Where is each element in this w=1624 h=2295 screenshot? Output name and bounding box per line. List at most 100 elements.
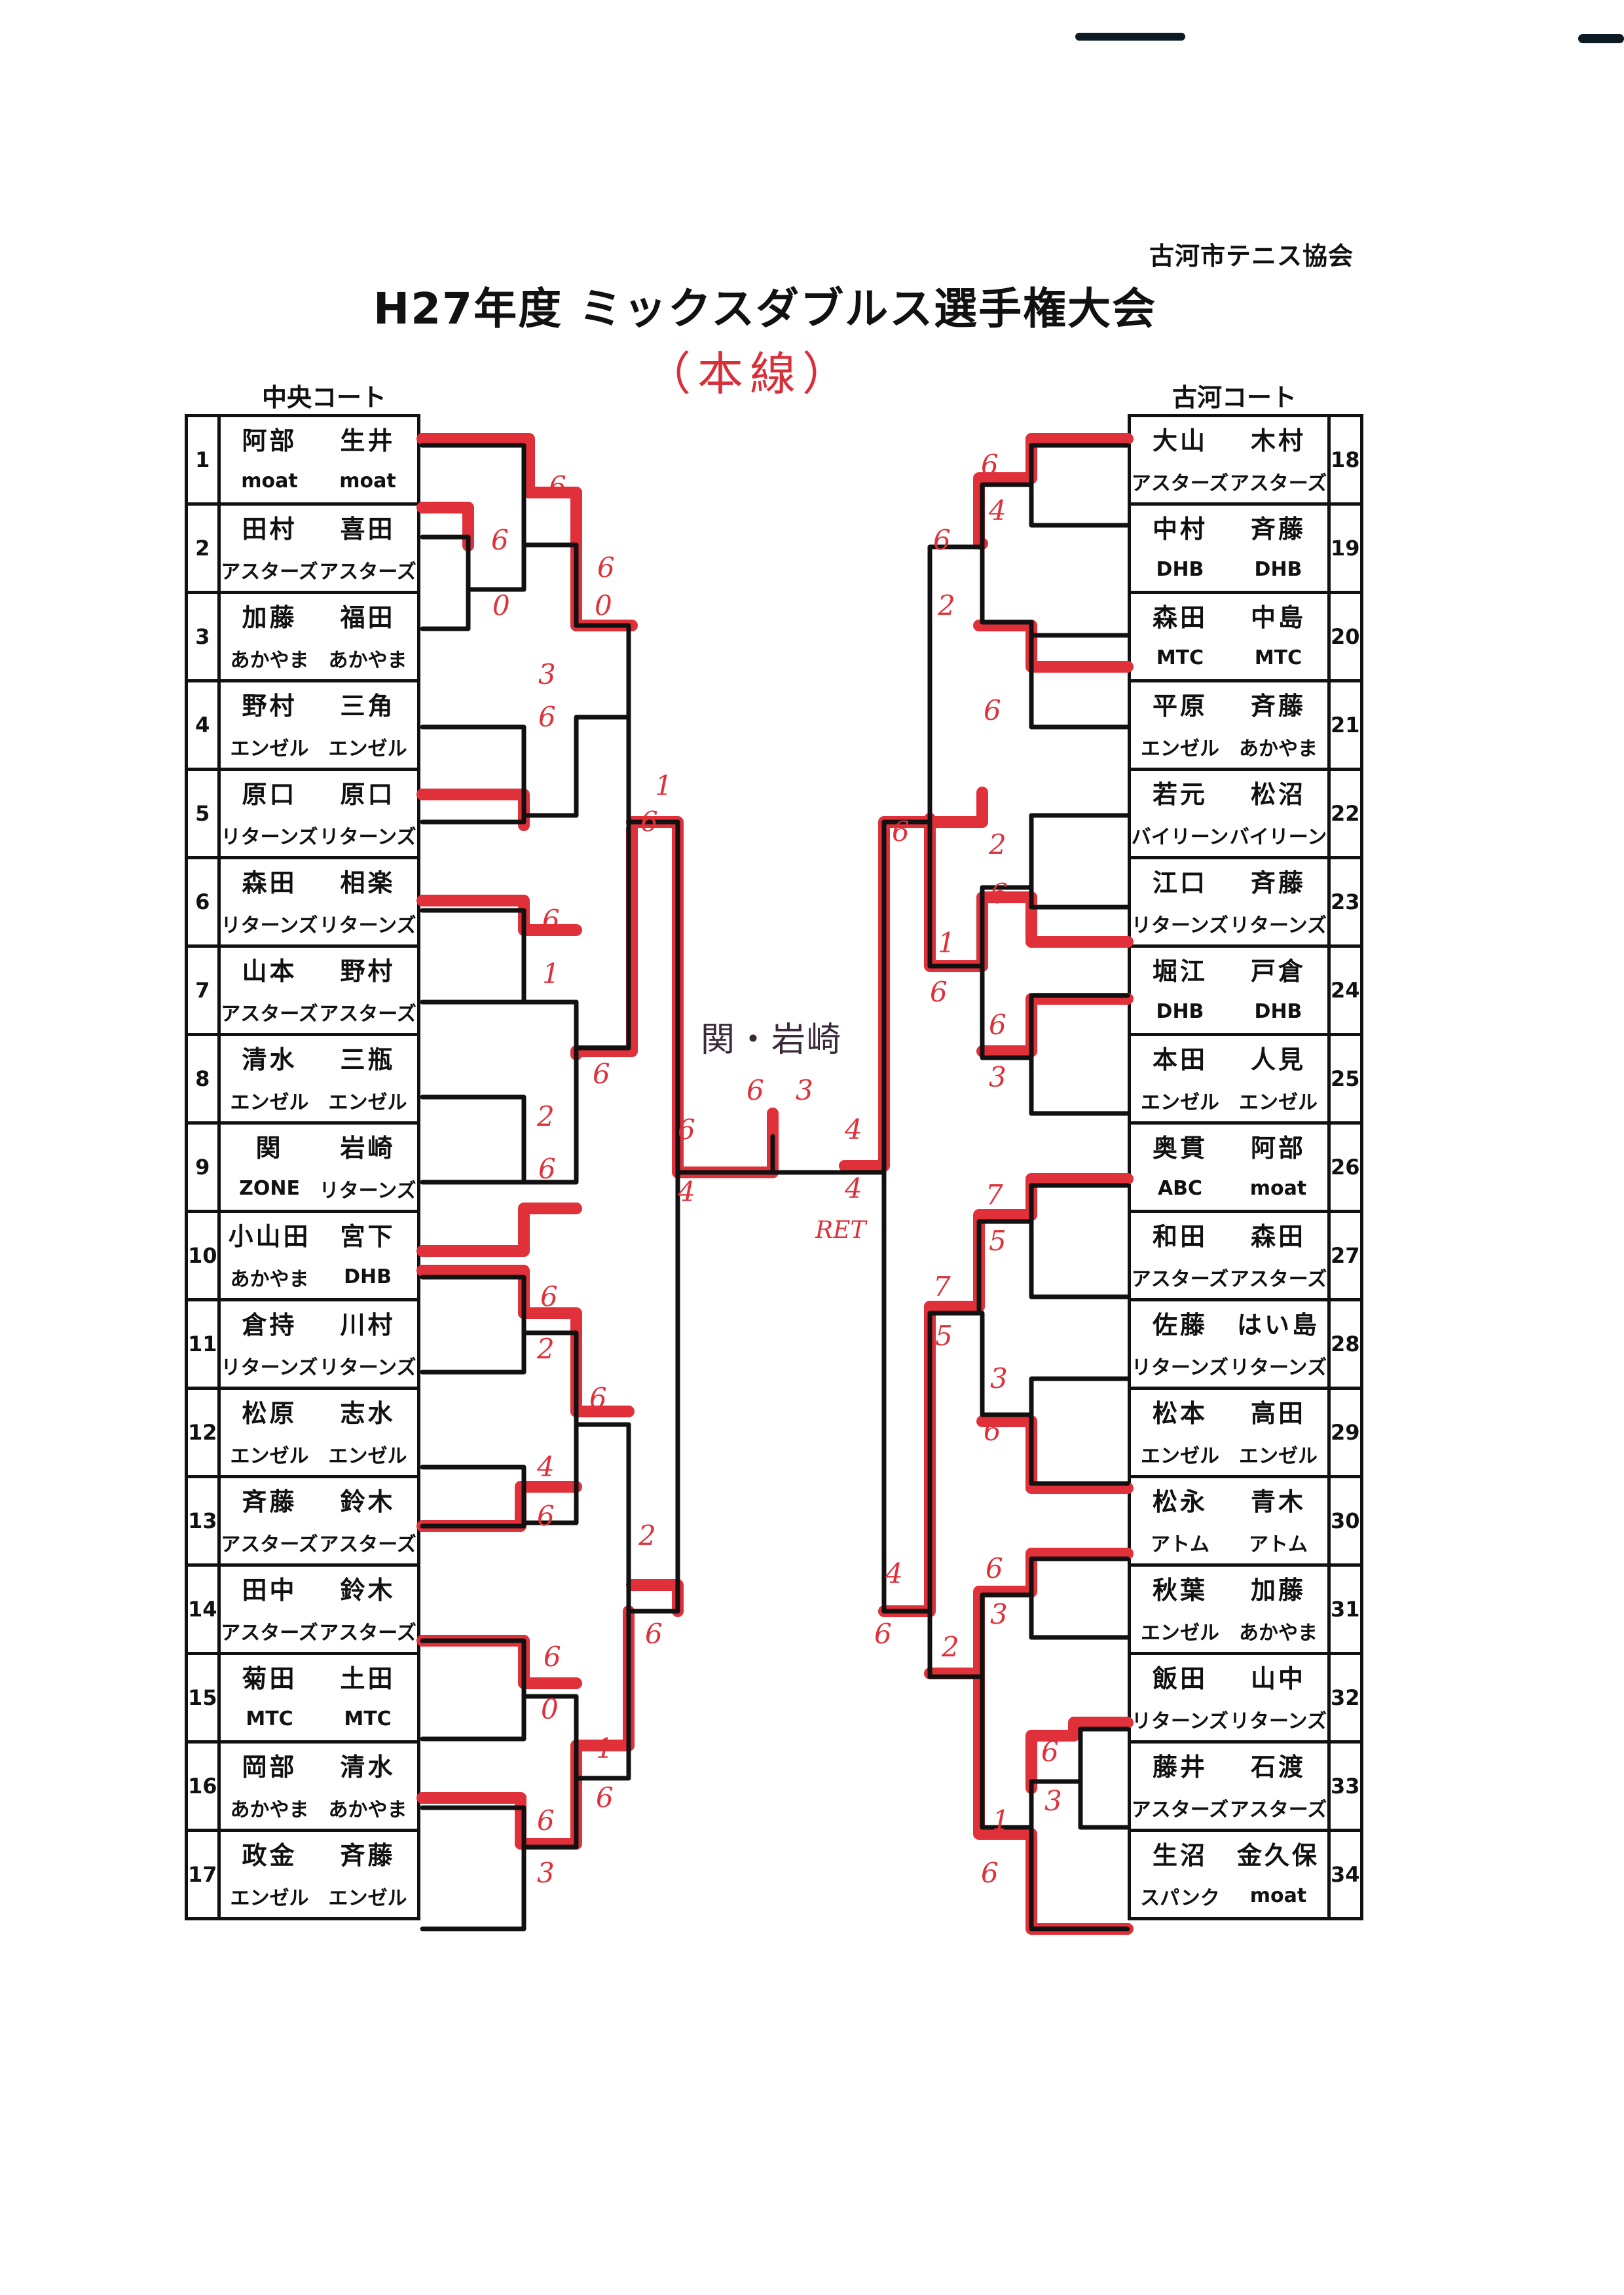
club-name: アスターズ <box>221 560 318 584</box>
club-name: エンゼル <box>1239 1091 1318 1114</box>
player-name: 野村 <box>242 692 297 720</box>
pair-cell: 田中鈴木アスターズアスターズ <box>217 1563 420 1655</box>
draw-number: 19 <box>1327 502 1363 594</box>
draw-number: 20 <box>1327 591 1363 682</box>
club-name: moat <box>1249 1177 1307 1200</box>
score: 1 <box>992 1804 1010 1837</box>
player-name: 中島 <box>1250 603 1306 632</box>
player-name: 藤井 <box>1152 1753 1208 1782</box>
draw-number: 8 <box>185 1033 221 1125</box>
bracket-line <box>881 1183 1130 1614</box>
club-name: エンゼル <box>328 737 407 760</box>
bracket-line <box>1029 1055 1130 1116</box>
club-name: ZONE <box>239 1177 300 1200</box>
draw-number: 31 <box>1327 1563 1363 1655</box>
right-court-label: 古河コート <box>1172 383 1297 412</box>
score: 6 <box>990 878 1008 910</box>
draw-number: 1 <box>185 414 221 506</box>
draw-number: 18 <box>1327 414 1363 506</box>
draw-number: 12 <box>185 1387 221 1478</box>
score: 1 <box>596 1732 614 1764</box>
bracket-line <box>420 1844 526 1931</box>
player-name: 阿部 <box>1250 1134 1306 1163</box>
score: 6 <box>537 1804 555 1837</box>
score: 2 <box>942 1631 959 1663</box>
bracket-line <box>1078 1779 1130 1830</box>
score: 2 <box>537 1100 555 1132</box>
player-name: 山本 <box>242 957 297 986</box>
club-name: エンゼル <box>1141 1091 1219 1114</box>
score: 6 <box>986 1552 1003 1584</box>
club-name: アトム <box>1249 1533 1308 1556</box>
club-name: DHB <box>1156 1000 1204 1023</box>
winner-highlight <box>839 787 988 1172</box>
score: 6 <box>596 1782 614 1814</box>
player-name: 石渡 <box>1250 1753 1306 1782</box>
player-name: 倉持 <box>242 1311 297 1339</box>
bracket-line <box>420 587 471 631</box>
bracket-line <box>927 813 1130 969</box>
draw-number: 13 <box>185 1475 221 1567</box>
club-name: MTC <box>344 1707 392 1730</box>
bracket-line <box>574 623 680 825</box>
winner-highlight <box>626 816 779 1178</box>
player-name: 江口 <box>1152 868 1208 897</box>
club-name: あかやま <box>328 1798 407 1821</box>
draw-number: 9 <box>185 1121 221 1213</box>
bracket-line <box>980 1674 1130 1830</box>
bracket-line <box>420 1694 526 1742</box>
pair-cell: 大山木村アスターズアスターズ <box>1128 414 1331 506</box>
player-name: 松沼 <box>1250 780 1306 809</box>
club-name: エンゼル <box>1141 737 1219 760</box>
pair-cell: 佐藤はい島リターンズリターンズ <box>1128 1298 1331 1390</box>
club-name: アスターズ <box>1131 1267 1229 1291</box>
player-name: 佐藤 <box>1152 1311 1208 1339</box>
score: 6 <box>933 524 951 556</box>
winner-highlight <box>973 620 1134 673</box>
club-name: DHB <box>1156 558 1204 581</box>
player-name: 政金 <box>242 1841 297 1870</box>
club-name: バイリーン <box>1131 825 1229 849</box>
score: 6 <box>640 806 658 838</box>
score: 3 <box>990 1362 1008 1394</box>
club-name: エンゼル <box>1141 1621 1219 1645</box>
player-name: 山中 <box>1250 1664 1306 1693</box>
winner-highlight <box>973 433 1134 550</box>
draw-number: 2 <box>185 502 221 594</box>
score: 6 <box>549 470 566 502</box>
club-name: リターンズ <box>319 1179 416 1203</box>
club-name: アスターズ <box>1229 472 1327 495</box>
club-name: あかやま <box>1239 1621 1318 1645</box>
winner-highlight <box>924 813 1134 972</box>
player-name: 菊田 <box>242 1664 297 1693</box>
club-name: アスターズ <box>319 1533 416 1556</box>
bracket-line <box>927 1556 1130 1679</box>
draw-number: 22 <box>1327 768 1363 859</box>
player-name: 高田 <box>1250 1399 1306 1428</box>
bracket-line <box>420 1330 526 1375</box>
player-name: 斉藤 <box>1250 692 1306 720</box>
club-name: リターンズ <box>319 1356 416 1379</box>
draw-number: 25 <box>1327 1033 1363 1125</box>
club-name: アスターズ <box>319 560 416 584</box>
player-name: 森田 <box>1152 603 1208 632</box>
player-name: 人見 <box>1250 1045 1306 1074</box>
player-name: 大山 <box>1152 426 1208 455</box>
